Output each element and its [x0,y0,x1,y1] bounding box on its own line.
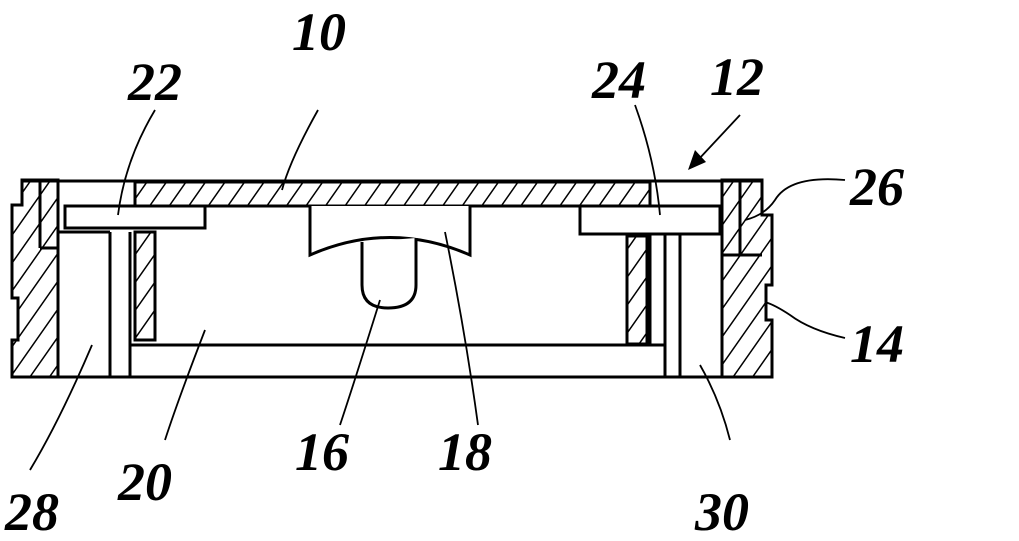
label-24: 24 [591,50,646,110]
arrow-12 [698,115,740,160]
label-28: 28 [4,482,59,541]
cup-wall-left [135,232,155,340]
flange-24 [580,206,720,234]
label-18: 18 [438,422,492,482]
label-16: 16 [295,422,349,482]
cup-wall-right [627,236,647,344]
label-12: 12 [710,47,764,107]
top-plate [135,182,650,206]
flange-22 [65,206,205,228]
label-14: 14 [850,314,904,374]
label-30: 30 [694,482,749,541]
label-20: 20 [117,452,172,512]
label-26: 26 [849,157,904,217]
label-10: 10 [292,2,346,62]
part-16 [362,238,416,308]
housing-left-wall [12,180,58,377]
label-22: 22 [127,52,182,112]
housing-right-wall [722,180,772,377]
